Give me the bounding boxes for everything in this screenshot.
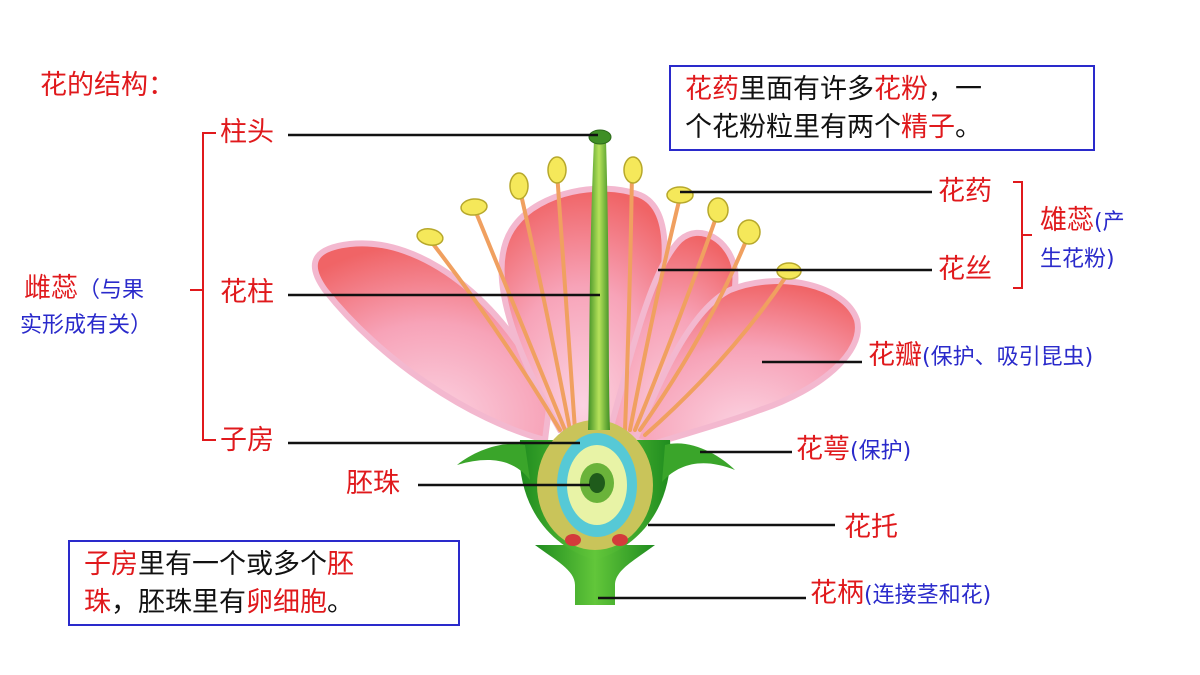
petals (311, 185, 861, 449)
ovary-shape (537, 420, 653, 550)
sepal-right (662, 443, 735, 482)
anther-info-part: ，一 (928, 74, 982, 105)
pistil-shape (588, 129, 612, 430)
ovary-info-box: 子房里有一个或多个胚 珠，胚珠里有卵细胞。 (68, 540, 460, 626)
anther-info-box: 花药里面有许多花粉，一 个花粉粒里有两个精子。 (669, 65, 1095, 151)
anther-info-part: 。 (955, 112, 982, 143)
label-pedicel-name: 花柄 (810, 578, 864, 609)
pedicel (535, 545, 655, 605)
leader-lines (288, 133, 932, 600)
label-pistil-note: （与果 (78, 278, 145, 303)
petal-right (630, 278, 861, 449)
label-filament: 花丝 (938, 254, 992, 285)
label-pistil: 雌蕊（与果 (24, 273, 144, 305)
label-petal: 花瓣(保护、吸引昆虫) (868, 340, 1093, 372)
label-ovary: 子房 (220, 425, 274, 456)
ovary-info-part: 珠 (84, 587, 111, 618)
anther-info-part: 个花粉粒里有两个 (685, 112, 901, 143)
anther-info-part: 花药 (685, 74, 739, 105)
ovary-info-part: 里有一个或多个 (138, 549, 327, 580)
brackets (190, 132, 1032, 441)
label-petal-name: 花瓣 (868, 340, 922, 371)
label-stamen-note-2: 生花粉) (1040, 247, 1115, 272)
ovary-info-line-1: 子房里有一个或多个胚 (84, 546, 444, 584)
label-receptacle: 花托 (844, 512, 898, 543)
anther-info-part: 花粉 (874, 74, 928, 105)
anther-info-line-1: 花药里面有许多花粉，一 (685, 71, 1079, 109)
label-pedicel: 花柄(连接茎和花) (810, 578, 991, 610)
label-pistil-note-2: 实形成有关） (20, 313, 153, 338)
label-sepal: 花萼(保护) (796, 434, 911, 466)
label-ovule: 胚珠 (346, 468, 400, 499)
anther-info-part: 精子 (901, 112, 955, 143)
ovary-info-part: 胚 (327, 549, 354, 580)
petal-left (311, 240, 554, 444)
label-sepal-name: 花萼 (796, 434, 850, 465)
ovary-info-line-2: 珠，胚珠里有卵细胞。 (84, 584, 444, 622)
ovary-info-part: ，胚珠里有 (111, 587, 246, 618)
diagram-title: 花的结构： (40, 70, 175, 101)
ovary-info-part: 卵细胞 (246, 587, 327, 618)
sepal-left (457, 443, 530, 480)
label-stigma: 柱头 (220, 117, 274, 148)
label-stamen-note: (产 (1094, 210, 1125, 235)
anther-info-line-2: 个花粉粒里有两个精子。 (685, 109, 1079, 147)
label-petal-note: (保护、吸引昆虫) (922, 345, 1094, 370)
label-pistil-name: 雌蕊 (24, 273, 78, 304)
ovary-info-part: 。 (327, 587, 354, 618)
label-style: 花柱 (220, 277, 274, 308)
style (588, 140, 610, 430)
ovary-info-part: 子房 (84, 549, 138, 580)
anther-info-part: 里面有许多 (739, 74, 874, 105)
label-stamen: 雄蕊(产 (1040, 205, 1125, 237)
label-stamen-name: 雄蕊 (1040, 205, 1094, 236)
label-sepal-note: (保护) (850, 439, 912, 464)
label-anther: 花药 (938, 176, 992, 207)
label-pedicel-note: (连接茎和花) (864, 583, 992, 608)
stigma (588, 129, 612, 145)
filaments (428, 170, 789, 437)
